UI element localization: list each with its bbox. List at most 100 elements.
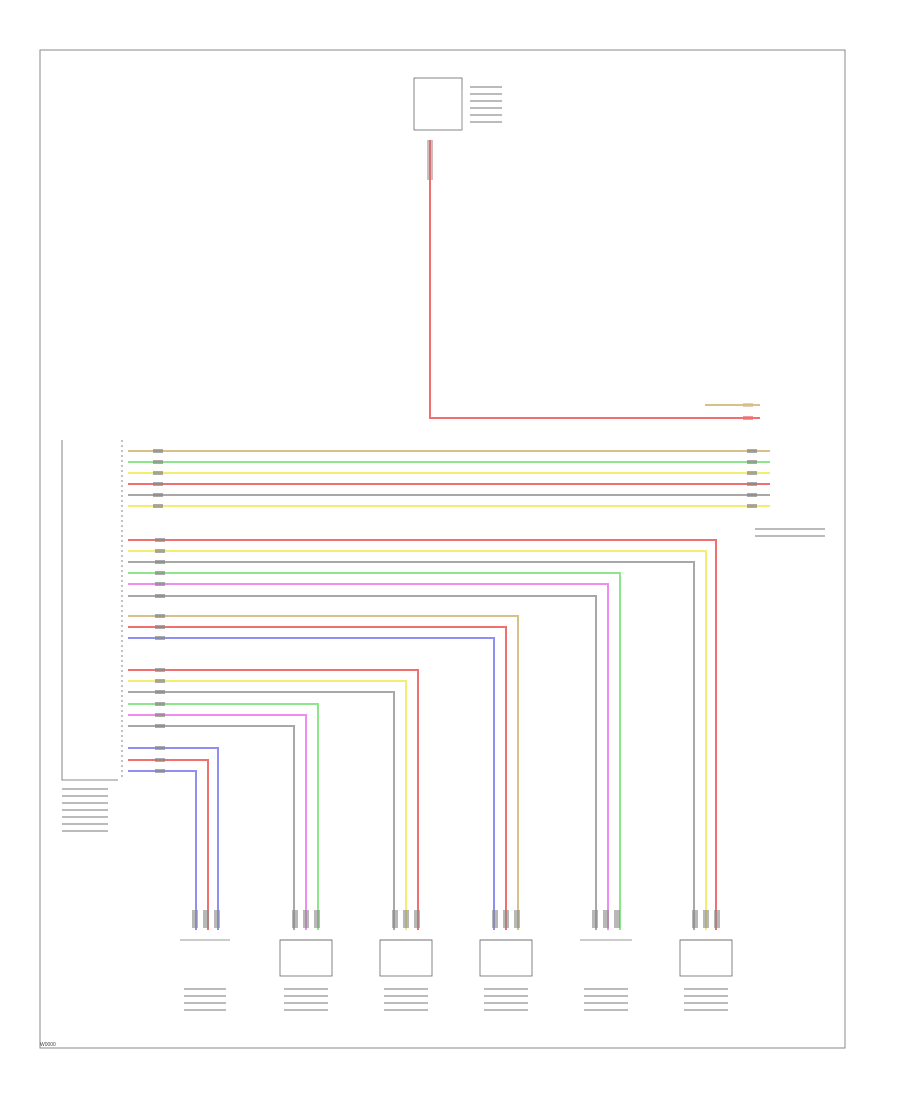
group2-tag-6	[155, 594, 165, 598]
component-1-pin-1	[192, 910, 198, 928]
wire-feed-red	[429, 140, 760, 419]
component-3-caption-mark-3	[384, 1002, 428, 1004]
component-2-box	[279, 939, 333, 977]
top-caption-mark-2	[470, 93, 502, 95]
bus-top-right-tag-1	[747, 449, 757, 453]
component-4-caption-mark-1	[484, 988, 528, 990]
connectors	[62, 86, 825, 1011]
component-5-caption-mark-1	[584, 988, 628, 990]
group3-tag-1	[155, 614, 165, 618]
group4-tag-5	[155, 713, 165, 717]
diagram-border	[39, 49, 846, 1049]
component-5-caption-mark-3	[584, 1002, 628, 1004]
right-caption-mark-2	[755, 535, 825, 537]
wire-group4-6	[128, 725, 295, 930]
bus-top-right-tag-2	[747, 460, 757, 464]
component-6-caption-mark-1	[684, 988, 728, 990]
component-6-box	[679, 939, 733, 977]
component-2-pin-2	[303, 910, 309, 928]
component-3-pin-3	[414, 910, 420, 928]
group4-tag-4	[155, 702, 165, 706]
module-caption-mark-1	[62, 788, 108, 790]
component-5-pin-1	[592, 910, 598, 928]
wire-group2-4	[128, 572, 621, 930]
component-3-caption-mark-2	[384, 995, 428, 997]
component-5-pin-2	[603, 910, 609, 928]
component-1-caption-mark-3	[184, 1002, 226, 1004]
component-6-pin-1	[692, 910, 698, 928]
group2-tag-4	[155, 571, 165, 575]
wires	[128, 140, 770, 930]
group2-tag-2	[155, 549, 165, 553]
component-3-box	[379, 939, 433, 977]
wire-group3-3	[128, 637, 495, 930]
component-1-caption-mark-2	[184, 995, 226, 997]
component-6-caption-mark-4	[684, 1009, 728, 1011]
component-boxes	[61, 77, 733, 977]
component-1-caption-mark-1	[184, 988, 226, 990]
component-6-caption-mark-3	[684, 1002, 728, 1004]
group3-tag-2	[155, 625, 165, 629]
wire-group2-5	[128, 583, 609, 930]
bus-top-right-tag-3	[747, 471, 757, 475]
component-1-pin-3	[214, 910, 220, 928]
page-code: W0000	[40, 1042, 56, 1048]
component-2-pin-1	[292, 910, 298, 928]
component-2-caption-mark-1	[284, 988, 328, 990]
wire-group3-2	[128, 626, 507, 930]
component-4-caption-mark-3	[484, 1002, 528, 1004]
component-4-pin-3	[514, 910, 520, 928]
group5-tag-2	[155, 758, 165, 762]
component-6-caption-mark-2	[684, 995, 728, 997]
bus-top-left-tag-2	[153, 460, 163, 464]
component-6-pin-3	[714, 910, 720, 928]
wire-group2-1	[128, 539, 717, 930]
component-2-caption-mark-3	[284, 1002, 328, 1004]
component-5-pin-3	[614, 910, 620, 928]
component-2-caption-mark-2	[284, 995, 328, 997]
component-3-caption-mark-4	[384, 1009, 428, 1011]
top-caption-mark-5	[470, 114, 502, 116]
wire-group4-2	[128, 680, 407, 930]
wire-group5-1	[128, 747, 219, 930]
group4-tag-6	[155, 724, 165, 728]
wire-group4-5	[128, 714, 307, 930]
right-conn-tag-1	[743, 403, 753, 407]
top-component-box	[413, 77, 463, 131]
component-4-caption-mark-2	[484, 995, 528, 997]
wire-group2-6	[128, 595, 597, 930]
bus-top-left-tag-6	[153, 504, 163, 508]
wire-group4-4	[128, 703, 319, 930]
group2-tag-5	[155, 582, 165, 586]
bus-top-left-tag-5	[153, 493, 163, 497]
component-6-pin-2	[703, 910, 709, 928]
group4-tag-2	[155, 679, 165, 683]
component-4-pin-2	[503, 910, 509, 928]
wire-group5-2	[128, 759, 209, 930]
top-caption-mark-6	[470, 121, 502, 123]
bus-top-left-tag-4	[153, 482, 163, 486]
component-4-caption-mark-4	[484, 1009, 528, 1011]
module-caption-mark-4	[62, 809, 108, 811]
group3-tag-3	[155, 636, 165, 640]
bus-top-right-tag-6	[747, 504, 757, 508]
bus-top-left-tag-1	[153, 449, 163, 453]
module-caption-mark-6	[62, 823, 108, 825]
component-3-pin-2	[403, 910, 409, 928]
module-caption-mark-7	[62, 830, 108, 832]
module-outline	[61, 440, 118, 781]
group2-tag-3	[155, 560, 165, 564]
group5-tag-1	[155, 746, 165, 750]
wire-group2-3	[128, 561, 695, 930]
wire-group4-1	[128, 669, 419, 930]
module-caption-mark-5	[62, 816, 108, 818]
bus-top-right-tag-5	[747, 493, 757, 497]
group4-tag-3	[155, 690, 165, 694]
component-2-caption-mark-4	[284, 1009, 328, 1011]
component-1-caption-mark-4	[184, 1009, 226, 1011]
component-3-caption-mark-1	[384, 988, 428, 990]
wire-group4-3	[128, 691, 395, 930]
top-caption-mark-1	[470, 86, 502, 88]
wire-group2-2	[128, 550, 707, 930]
